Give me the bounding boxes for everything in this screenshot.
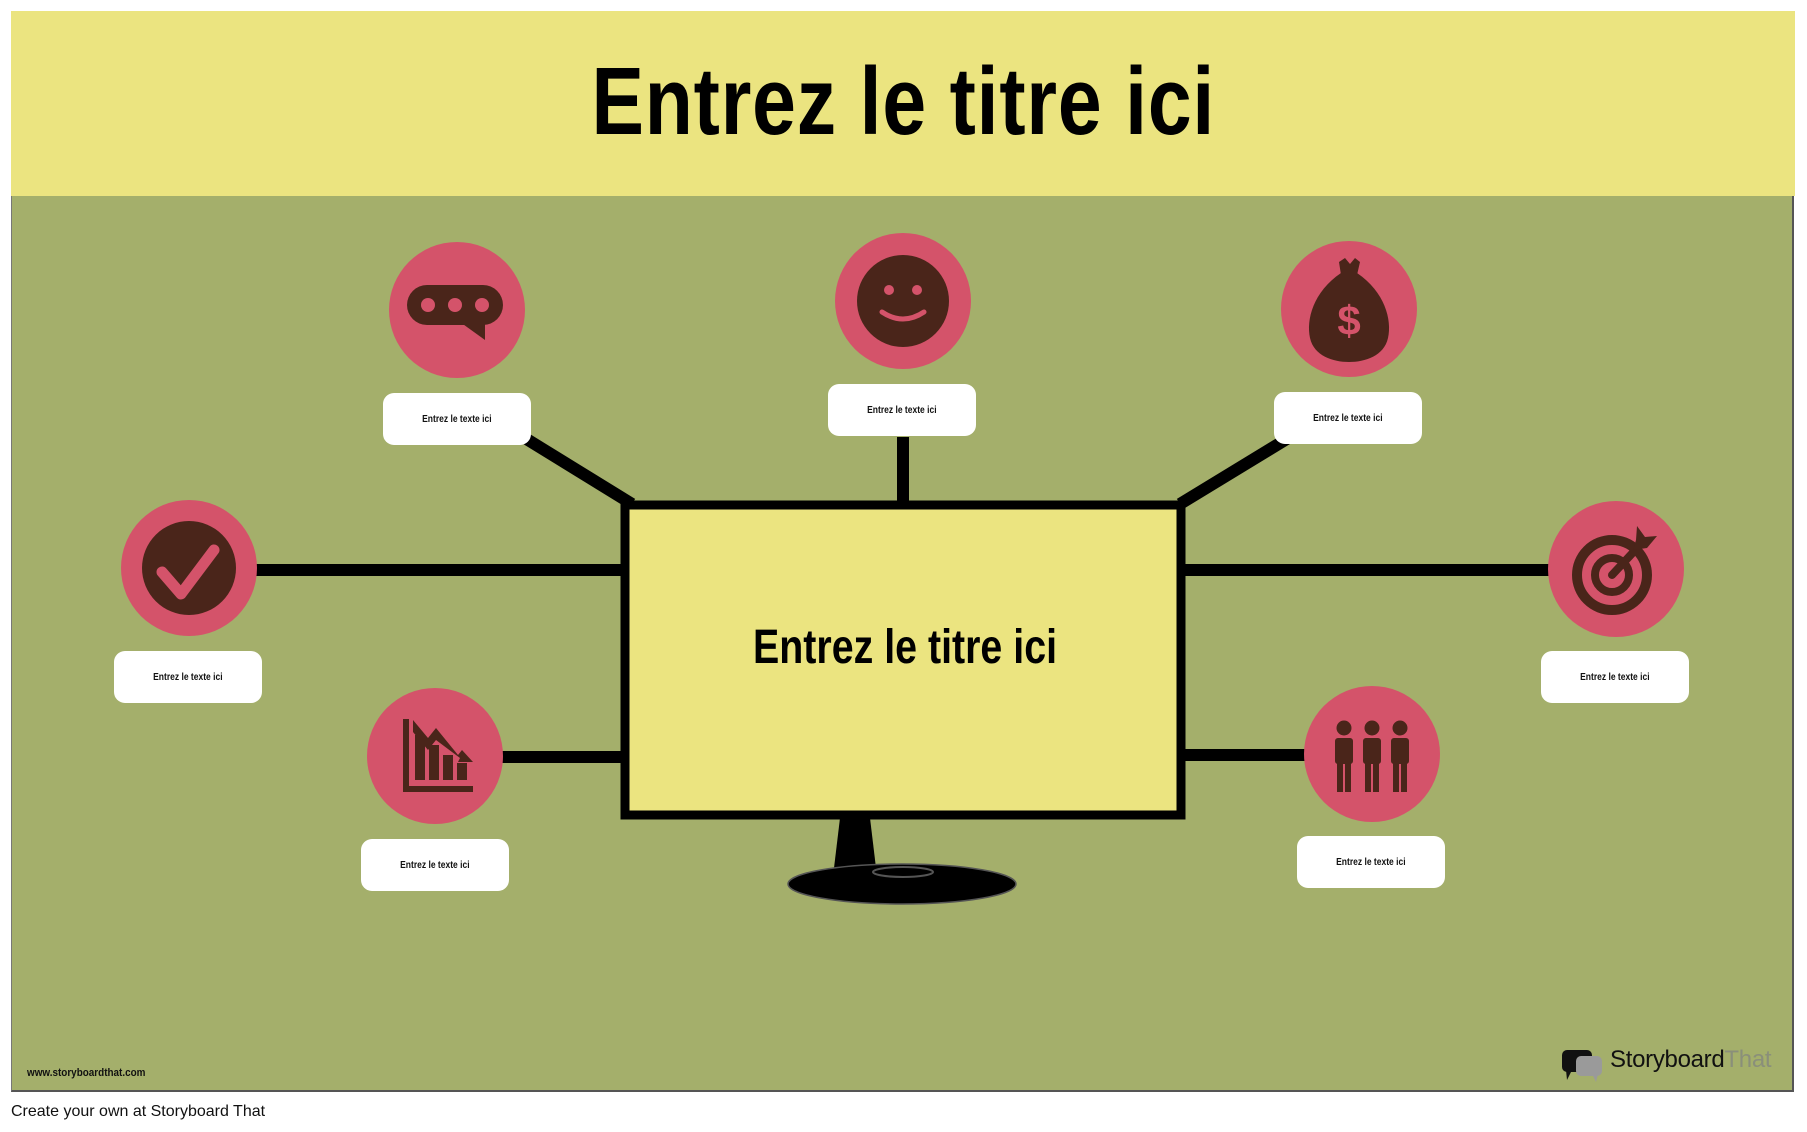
textbox-people[interactable]: Entrez le texte ici [1297,836,1445,888]
header-band: Entrez le titre ici [11,11,1795,196]
textbox-chat[interactable]: Entrez le texte ici [383,393,531,445]
textbox-money[interactable]: Entrez le texte ici [1274,392,1422,444]
textbox-label: Entrez le texte ici [867,404,937,416]
storyboardthat-logo-icon [1562,1050,1602,1082]
textbox-label: Entrez le texte ici [400,859,470,871]
logo-main-text: Storyboard [1610,1046,1725,1073]
footer-link[interactable]: Create your own at Storyboard That [11,1103,266,1120]
people-group-icon [1335,720,1409,792]
logo-accent-text: That [1724,1046,1772,1073]
smiley-face-icon [857,255,949,347]
connector-chat [516,429,636,510]
page-title[interactable]: Entrez le titre ici [591,47,1215,155]
watermark-url: www.storyboardthat.com [27,1067,146,1079]
monitor [620,500,1186,905]
monitor-base [787,863,1017,905]
logo-text: StoryboardThat [1610,1046,1772,1074]
textbox-label: Entrez le texte ici [1336,856,1406,868]
declining-chart-icon [403,719,473,792]
textbox-decline[interactable]: Entrez le texte ici [361,839,509,891]
storyboardthat-logo[interactable]: StoryboardThat [1562,1046,1772,1074]
textbox-label: Entrez le texte ici [422,413,492,425]
textbox-label: Entrez le texte ici [1580,671,1650,683]
textbox-check[interactable]: Entrez le texte ici [114,651,262,703]
chat-bubble-icon [407,285,503,340]
connector-lines [255,429,1550,763]
textbox-label: Entrez le texte ici [1313,412,1383,424]
connector-money [1176,431,1294,510]
monitor-neck [834,818,876,868]
monitor-screen [620,500,1186,820]
textbox-target[interactable]: Entrez le texte ici [1541,651,1689,703]
checkmark-icon [142,521,236,615]
textbox-smiley[interactable]: Entrez le texte ici [828,384,976,436]
monitor-base-ring [872,866,934,878]
center-title[interactable]: Entrez le titre ici [752,621,1058,674]
textbox-label: Entrez le texte ici [153,671,223,683]
target-icon [1572,526,1657,615]
money-bag-icon: $ [1308,258,1390,362]
svg-text:$: $ [1337,297,1360,344]
